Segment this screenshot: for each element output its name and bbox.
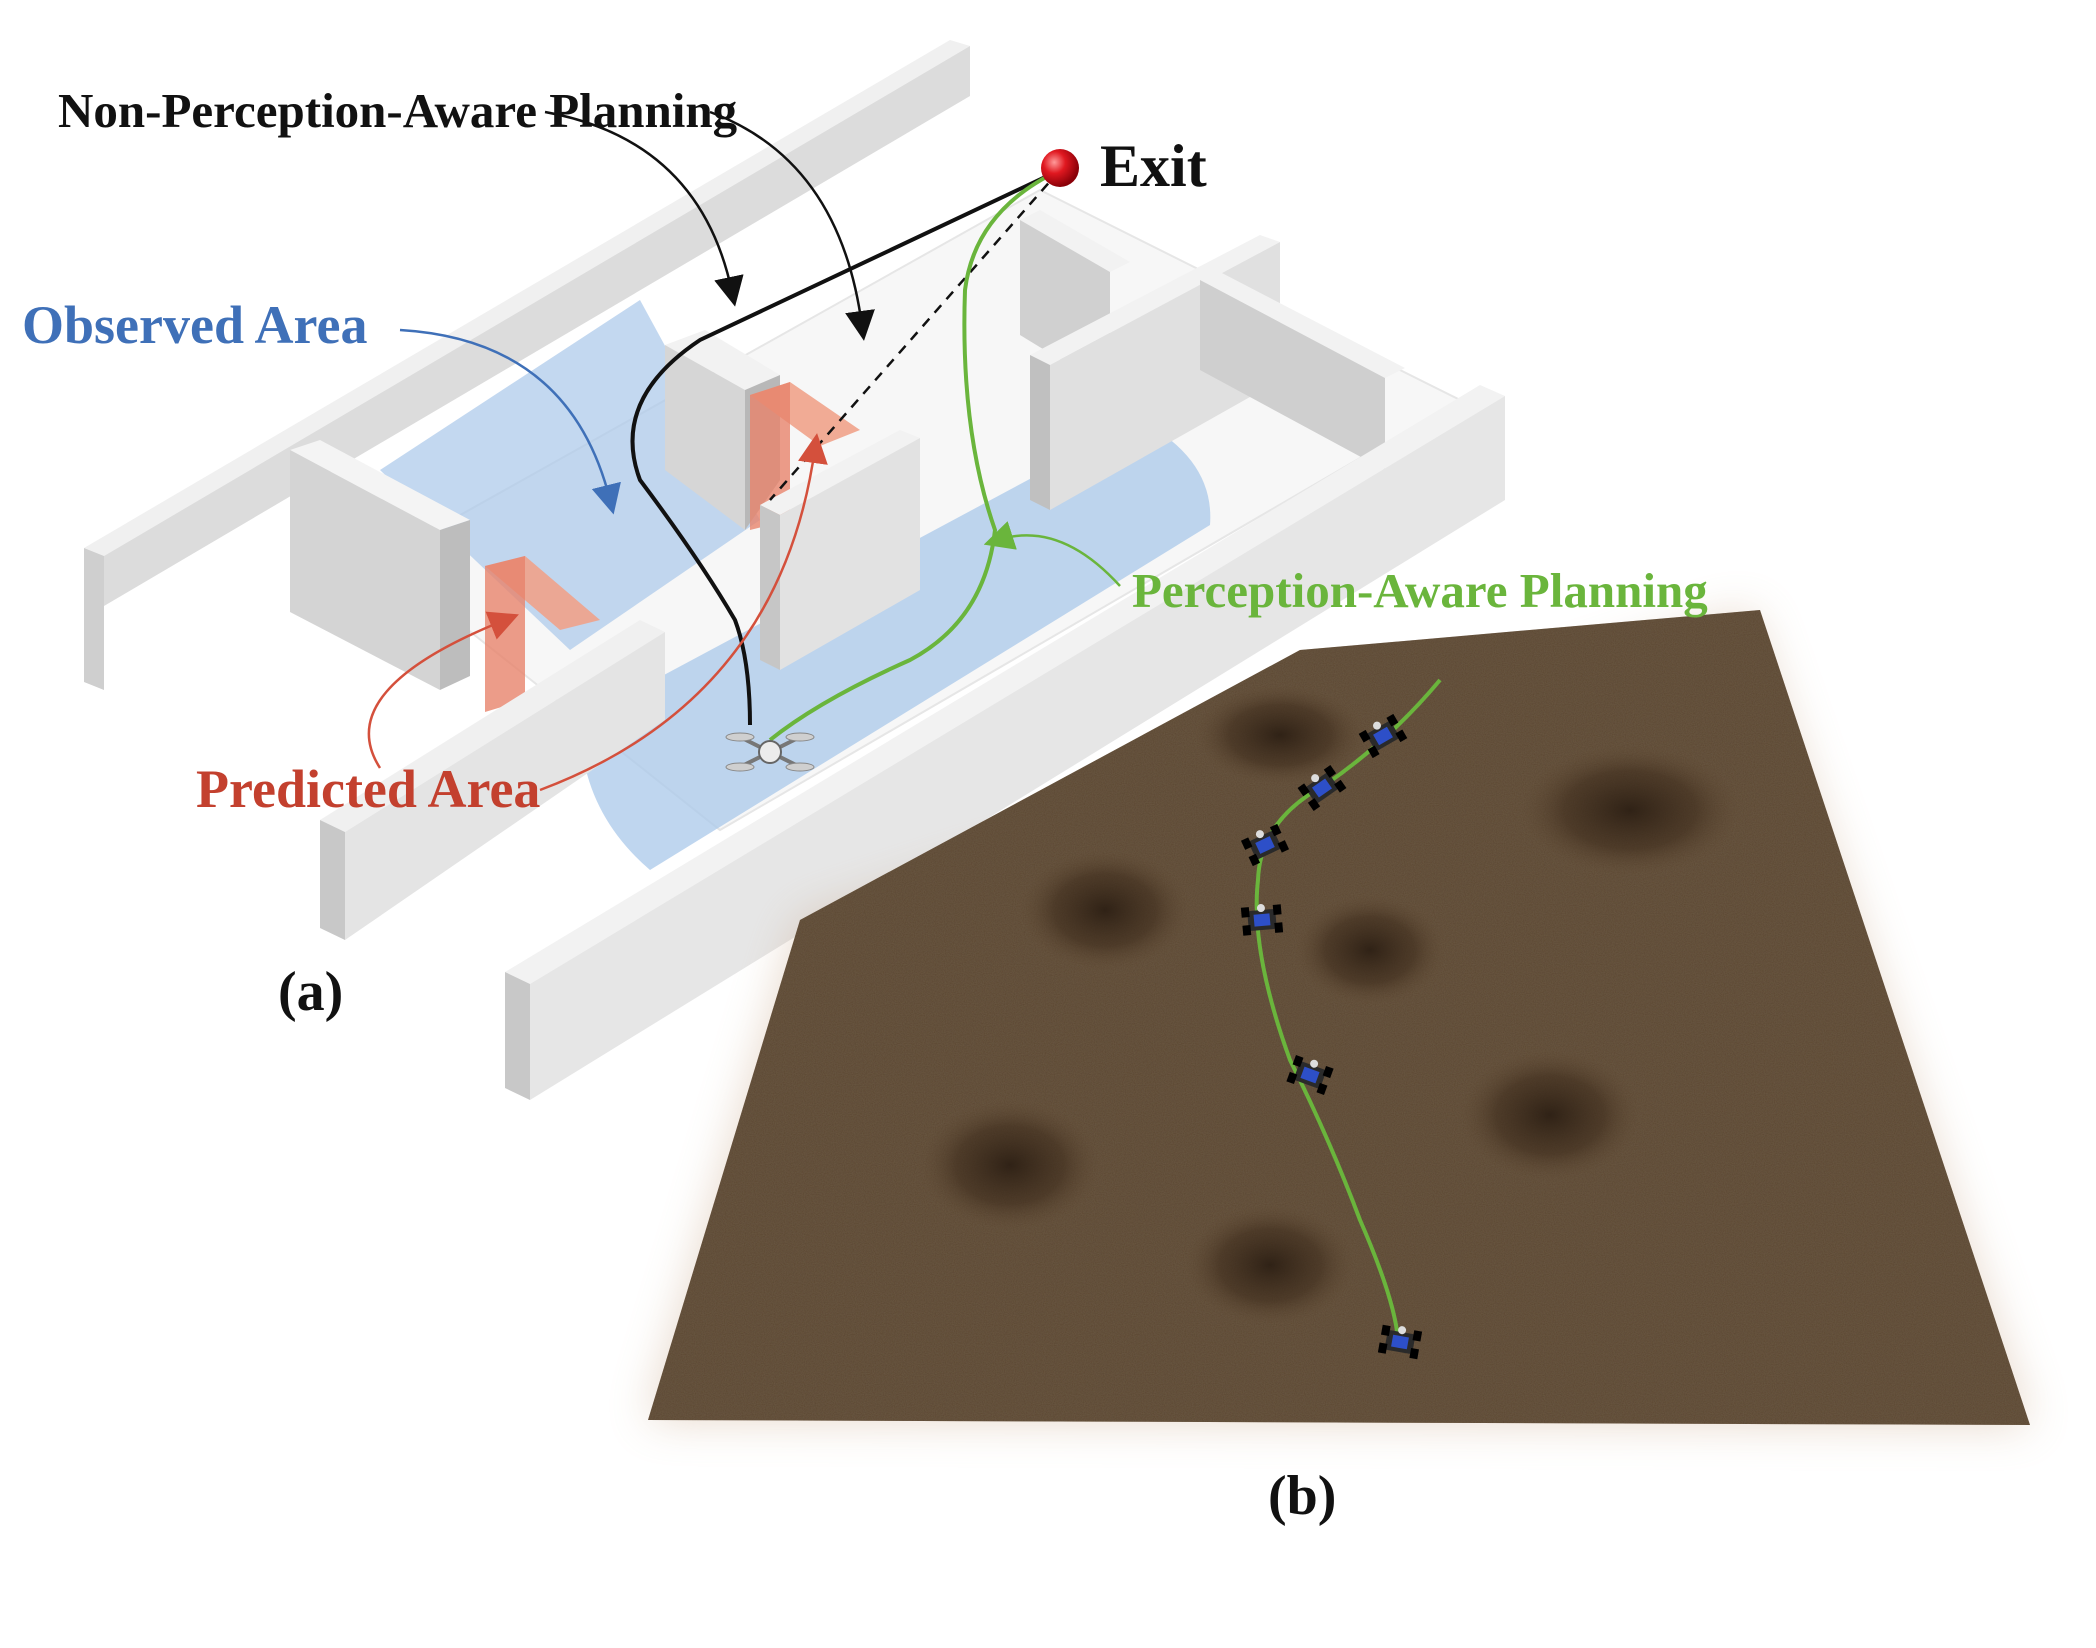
arrow-perception-aware [983,521,1121,587]
wall-front-left [345,632,665,940]
rover-trajectory [1254,678,1442,1341]
arrow-predicted-2 [539,433,828,792]
arrow-nonpa-2 [709,110,875,341]
label-predicted-area: Predicted Area [196,759,541,819]
label-non-perception-aware-planning: Non-Perception-Aware Planning [58,83,738,138]
back-wall [84,40,970,556]
drone-icon [725,732,815,772]
non-perception-aware-path [630,168,1061,726]
label-perception-aware-planning: Perception-Aware Planning [1132,563,1708,618]
predicted-area-left [485,556,525,712]
label-observed-area: Observed Area [22,295,368,355]
crater [1295,895,1445,1005]
predicted-area-center [750,382,790,530]
crater [1460,1050,1640,1180]
crater [1195,685,1365,785]
terrain-scene [648,610,2030,1425]
wall-center [665,345,745,530]
crater [1520,745,1740,875]
wall-right-room-back [1200,280,1385,470]
panel-label-b: (b) [1268,1465,1337,1527]
arrow-observed [399,328,621,515]
panel-label-a: (a) [278,961,344,1023]
wall-center-right [780,438,920,670]
exit-marker [1041,149,1079,187]
crater [1185,1205,1355,1325]
arrow-predicted-1 [367,611,519,769]
crater [920,1100,1100,1230]
crater [1020,850,1190,970]
label-exit: Exit [1100,133,1207,199]
observed-area-lower [580,420,1211,870]
maze-scene [84,40,1505,1100]
arrow-nonpa-1 [544,110,744,307]
wall-left-inner [290,450,440,690]
wall-front [530,396,1505,1100]
